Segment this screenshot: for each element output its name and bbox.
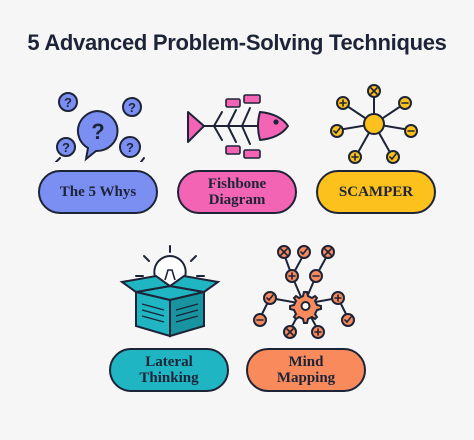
question-mark-small: ?	[64, 95, 72, 110]
question-mark-small: ?	[126, 140, 134, 155]
technique-label-line1: Lateral	[145, 354, 193, 370]
scamper-hub-icon	[330, 84, 418, 164]
technique-label-line2: Mapping	[276, 370, 336, 386]
technique-label-line1: Fishbone	[207, 176, 267, 192]
question-mark-small: ?	[128, 100, 136, 115]
technique-pill-lateral-thinking: Lateral Thinking	[109, 348, 229, 392]
question-mark-large: ?	[91, 119, 104, 144]
question-bubbles-icon: ? ? ? ? ?	[55, 92, 145, 162]
question-mark-small: ?	[62, 140, 70, 155]
technique-label-line1: Mind	[288, 354, 324, 370]
technique-label: SCAMPER	[338, 184, 414, 200]
technique-label-line2: Thinking	[139, 370, 199, 386]
technique-pill-fishbone: Fishbone Diagram	[177, 170, 297, 214]
technique-label: The 5 Whys	[59, 184, 137, 200]
technique-pill-5-whys: The 5 Whys	[38, 170, 158, 214]
technique-pill-mind-mapping: Mind Mapping	[246, 348, 366, 392]
page-title: 5 Advanced Problem-Solving Techniques	[27, 30, 447, 55]
technique-label-line2: Diagram	[208, 192, 266, 208]
lightbulb-box-icon	[119, 245, 221, 338]
fishbone-icon	[187, 94, 289, 159]
technique-pill-scamper: SCAMPER	[316, 170, 436, 214]
mind-map-icon	[253, 245, 355, 339]
